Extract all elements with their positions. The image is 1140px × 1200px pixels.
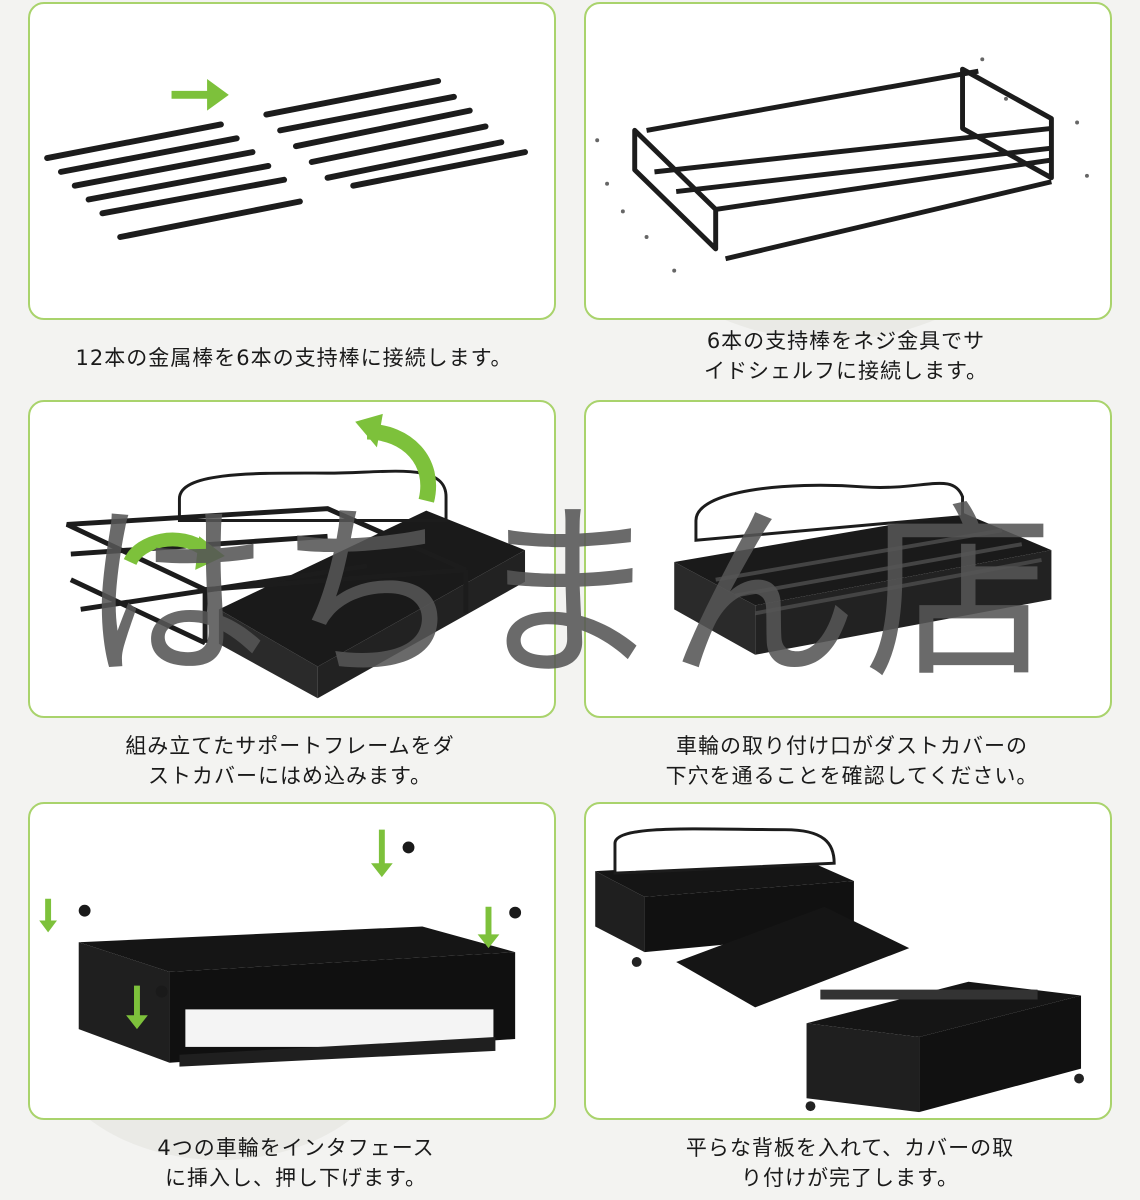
step-1-caption: 12本の金属棒を6本の支持棒に接続します。 [14,343,574,373]
metal-rods-illustration [30,4,554,318]
step-2-caption: 6本の支持棒をネジ金具でサ イドシェルフに接続します。 [566,326,1126,386]
down-arrow-icon [371,830,393,877]
down-arrow-icon [39,899,57,933]
caption-line: イドシェルフに接続します。 [566,356,1126,386]
caption-line: 組み立てたサポートフレームをダ [10,731,570,761]
caption-line: に挿入し、押し下げます。 [16,1163,576,1193]
rotate-arrow-icon [355,414,383,448]
step-3-caption: 組み立てたサポートフレームをダ ストカバーにはめ込みます。 [10,731,570,791]
caption-line: ストカバーにはめ込みます。 [10,761,570,791]
step-4-panel [584,400,1112,718]
step-1-panel [28,2,556,320]
caption-line: 下穴を通ることを確認してください。 [572,761,1132,791]
right-arrow-icon [172,79,229,111]
step-5-panel [28,802,556,1120]
completed-cover-illustration [586,804,1110,1118]
caption-line: 車輪の取り付け口がダストカバーの [572,731,1132,761]
wheel-holes-illustration [586,402,1110,716]
caption-line: り付けが完了します。 [570,1163,1130,1193]
step-4-caption: 車輪の取り付け口がダストカバーの 下穴を通ることを確認してください。 [572,731,1132,791]
frame-assembly-illustration [586,4,1110,318]
step-6-panel [584,802,1112,1120]
caption-line: 6本の支持棒をネジ金具でサ [566,326,1126,356]
step-5-caption: 4つの車輪をインタフェース に挿入し、押し下げます。 [16,1133,576,1193]
step-6-caption: 平らな背板を入れて、カバーの取 り付けが完了します。 [570,1133,1130,1193]
caption-line: 4つの車輪をインタフェース [16,1133,576,1163]
step-3-panel [28,400,556,718]
down-arrow-icon [478,907,500,948]
caption-line: 平らな背板を入れて、カバーの取 [570,1133,1130,1163]
insert-frame-illustration [30,402,554,716]
step-2-panel [584,2,1112,320]
caption-line: 12本の金属棒を6本の支持棒に接続します。 [14,343,574,373]
insert-wheels-illustration [30,804,554,1118]
